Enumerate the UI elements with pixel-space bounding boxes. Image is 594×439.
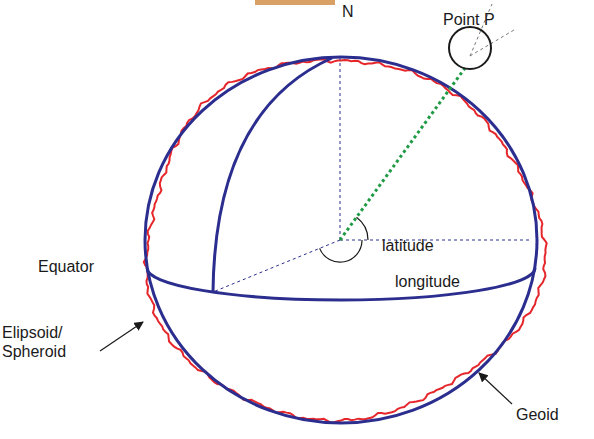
angle-label: longitude	[393, 272, 462, 291]
meridian-line	[213, 58, 332, 292]
ellipsoid-label: Elipsoid/ Spheroid	[2, 323, 84, 361]
angle-label: latitude	[382, 236, 434, 255]
geoid-label: Geoid	[516, 405, 559, 424]
meridian-radius	[213, 240, 340, 292]
point-label: Point P	[443, 10, 495, 29]
longitude-arc	[320, 240, 362, 262]
latitude-arc	[357, 217, 369, 240]
point-circle	[449, 27, 491, 69]
point-vector	[340, 68, 465, 240]
cropped-strip	[255, 0, 335, 5]
ellipsoid-outline	[145, 57, 537, 423]
geoid-pointer	[479, 373, 512, 404]
axis-line	[340, 58, 341, 240]
equatorial-radius	[340, 240, 532, 241]
geoid-outline	[144, 59, 547, 422]
pole-label: N	[342, 2, 354, 21]
tangent-line	[470, 30, 514, 56]
equator-line	[147, 268, 535, 300]
equator-label: Equator	[38, 257, 94, 276]
ellipsoid-pointer	[100, 322, 143, 351]
